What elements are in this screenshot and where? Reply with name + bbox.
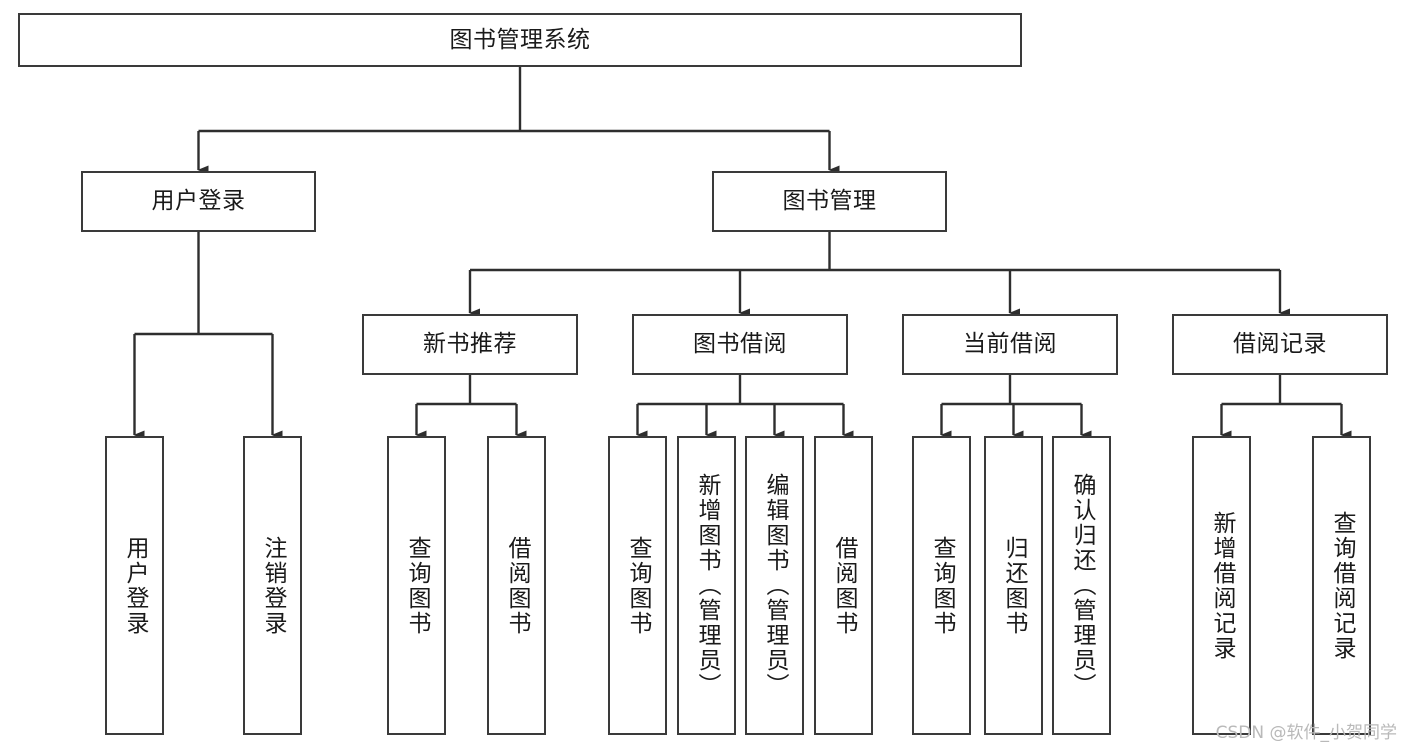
node-label: 查询图书 (929, 535, 955, 636)
node-label: 新增图书（管理员） (694, 473, 720, 698)
node-label: 用户登录 (122, 535, 148, 636)
node-leaf-user-login[interactable]: 用户登录 (105, 436, 164, 735)
node-label: 查询图书 (404, 535, 430, 636)
node-user-login[interactable]: 用户登录 (81, 171, 316, 232)
node-leaf-add-book[interactable]: 新增图书（管理员） (677, 436, 736, 735)
node-label: 借阅图书 (504, 535, 530, 636)
node-label: 借阅图书 (831, 535, 857, 636)
node-leaf-edit-book[interactable]: 编辑图书（管理员） (745, 436, 804, 735)
node-book-manage[interactable]: 图书管理 (712, 171, 947, 232)
node-leaf-confirm-return[interactable]: 确认归还（管理员） (1052, 436, 1111, 735)
node-label: 查询借阅记录 (1329, 510, 1355, 661)
node-new-book-rec[interactable]: 新书推荐 (362, 314, 578, 375)
node-label: 图书管理系统 (449, 26, 591, 53)
node-leaf-logout[interactable]: 注销登录 (243, 436, 302, 735)
node-root[interactable]: 图书管理系统 (18, 13, 1022, 67)
node-label: 新增借阅记录 (1209, 510, 1235, 661)
node-label: 编辑图书（管理员） (762, 473, 788, 698)
node-leaf-query-book-3[interactable]: 查询图书 (912, 436, 971, 735)
node-current-borrow[interactable]: 当前借阅 (902, 314, 1118, 375)
node-leaf-return-book[interactable]: 归还图书 (984, 436, 1043, 735)
node-leaf-add-record[interactable]: 新增借阅记录 (1192, 436, 1251, 735)
node-borrow-record[interactable]: 借阅记录 (1172, 314, 1388, 375)
node-label: 确认归还（管理员） (1069, 473, 1095, 698)
node-leaf-borrow-book-2[interactable]: 借阅图书 (814, 436, 873, 735)
node-label: 用户登录 (151, 188, 246, 215)
node-label: 图书管理 (782, 188, 877, 215)
node-label: 图书借阅 (693, 331, 787, 358)
node-label: 当前借阅 (963, 331, 1057, 358)
node-label: 注销登录 (260, 535, 286, 636)
node-label: 新书推荐 (423, 331, 517, 358)
node-leaf-borrow-book-1[interactable]: 借阅图书 (487, 436, 546, 735)
node-leaf-query-book-2[interactable]: 查询图书 (608, 436, 667, 735)
node-leaf-query-book-1[interactable]: 查询图书 (387, 436, 446, 735)
node-label: 查询图书 (625, 535, 651, 636)
node-label: 归还图书 (1001, 535, 1027, 636)
node-label: 借阅记录 (1233, 331, 1327, 358)
node-leaf-query-record[interactable]: 查询借阅记录 (1312, 436, 1371, 735)
node-book-borrow[interactable]: 图书借阅 (632, 314, 848, 375)
